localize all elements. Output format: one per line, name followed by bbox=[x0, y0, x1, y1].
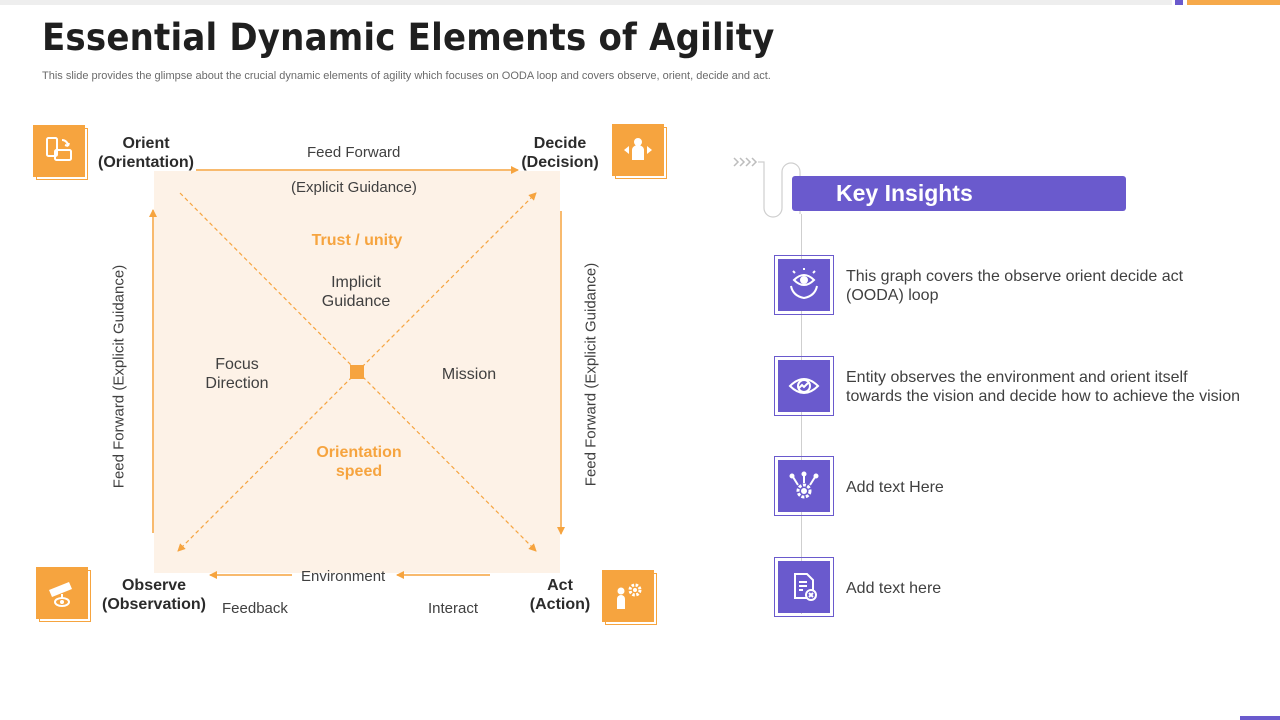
insight-icon-box-4 bbox=[774, 557, 834, 617]
bottom-edge-label: Environment bbox=[301, 568, 386, 585]
observe-label: Observe(Observation) bbox=[101, 577, 206, 613]
left-edge-label: Feed Forward (Explicit Guidance) bbox=[110, 264, 128, 489]
insight-icon-box-1 bbox=[774, 255, 834, 315]
gear-network-icon bbox=[789, 471, 819, 499]
page-title: Essential Dynamic Elements of Agility bbox=[42, 16, 775, 59]
person-gear-icon bbox=[617, 583, 642, 609]
timeline-line bbox=[801, 214, 802, 614]
observe-icon-box bbox=[36, 567, 91, 622]
right-edge-label: Feed Forward (Explicit Guidance) bbox=[582, 262, 600, 487]
top-edge-sublabel: (Explicit Guidance) bbox=[291, 179, 417, 196]
act-label: Act(Action) bbox=[529, 577, 591, 613]
decide-label: Decide(Decision) bbox=[521, 135, 599, 171]
insight-icon-box-3 bbox=[774, 456, 834, 516]
bottom-accent-bar bbox=[1240, 716, 1280, 720]
top-accent-bar bbox=[0, 0, 1172, 5]
feedback-label: Feedback bbox=[222, 600, 288, 617]
decide-icon-box bbox=[612, 124, 667, 179]
eye-hands-icon bbox=[790, 268, 818, 300]
trust-unity-label: Trust / unity bbox=[311, 232, 403, 249]
mission-label: Mission bbox=[441, 366, 497, 383]
decision-person-icon bbox=[624, 138, 652, 160]
document-x-icon bbox=[794, 573, 817, 601]
insight-text-1: This graph covers the observe orient dec… bbox=[846, 268, 1184, 304]
top-accent-purple bbox=[1175, 0, 1183, 5]
orient-icon-box bbox=[33, 125, 88, 180]
chevron-arrows bbox=[733, 157, 758, 167]
insight-text-4: Add text here bbox=[846, 580, 942, 597]
act-icon-box bbox=[602, 570, 657, 625]
insight-text-3: Add text Here bbox=[846, 479, 944, 496]
page-subtitle: This slide provides the glimpse about th… bbox=[42, 70, 771, 82]
top-accent-orange bbox=[1187, 0, 1280, 5]
telescope-eye-icon bbox=[49, 582, 72, 607]
key-insights-header: Key Insights bbox=[792, 176, 1126, 211]
insight-icon-box-2 bbox=[774, 356, 834, 416]
eye-chart-icon bbox=[788, 378, 820, 394]
phone-rotate-icon bbox=[46, 137, 72, 161]
orient-label: Orient(Orientation) bbox=[98, 135, 194, 171]
insight-text-2: Entity observes the environment and orie… bbox=[846, 369, 1241, 405]
interact-label: Interact bbox=[428, 600, 479, 617]
top-edge-label: Feed Forward bbox=[307, 144, 401, 161]
